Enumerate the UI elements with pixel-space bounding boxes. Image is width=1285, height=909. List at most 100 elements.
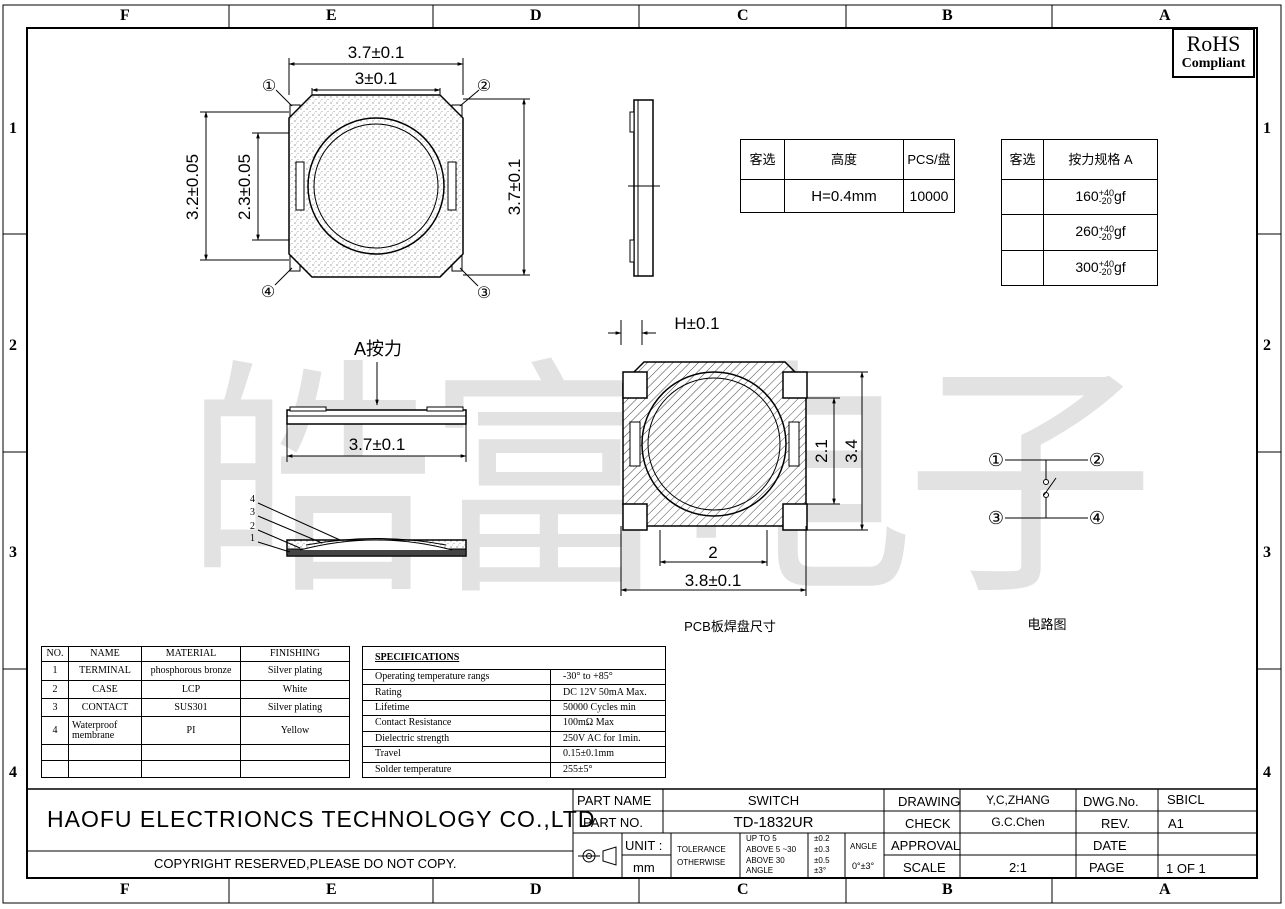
rev-value: A1 bbox=[1168, 816, 1184, 831]
exploded-section-drawing bbox=[257, 502, 467, 557]
pcb-dim-h: H±0.1 bbox=[674, 314, 719, 333]
spec-row-3-value: 50000 Cycles min bbox=[550, 699, 666, 717]
unit-value: mm bbox=[633, 860, 655, 875]
row-label-3-right: 3 bbox=[1263, 544, 1271, 561]
tol-value-3: ±0.5 bbox=[814, 856, 830, 865]
check-label: CHECK bbox=[905, 816, 951, 831]
spec-row-2-label: Rating bbox=[362, 684, 551, 701]
circuit-pin-1: ① bbox=[988, 450, 1004, 470]
drawing-value: Y,C,ZHANG bbox=[986, 793, 1050, 807]
spec-row-6-label: Travel bbox=[362, 746, 551, 763]
row-label-2-right: 2 bbox=[1263, 337, 1271, 354]
force-label: A按力 bbox=[354, 339, 402, 359]
parts-row-2-material: LCP bbox=[141, 680, 241, 699]
circuit-diagram bbox=[1005, 459, 1088, 519]
row-label-4-left: 4 bbox=[9, 764, 17, 781]
side-dim-width: 3.7±0.1 bbox=[349, 435, 406, 454]
scale-value: 2:1 bbox=[1008, 860, 1028, 875]
col-label-c-bottom: C bbox=[737, 881, 749, 898]
angle-label: ANGLE bbox=[850, 842, 878, 851]
rohs-subtitle: Compliant bbox=[1181, 56, 1246, 71]
layer-label-2: 2 bbox=[250, 521, 255, 532]
force-header-spec: 按力规格 A bbox=[1043, 139, 1158, 180]
pin-label-4: ④ bbox=[261, 284, 275, 301]
pcb-dim-outer-w: 3.8±0.1 bbox=[685, 571, 742, 590]
dim-left-outer: 3.2±0.05 bbox=[183, 154, 202, 220]
spec-title: SPECIFICATIONS bbox=[362, 646, 666, 670]
pcb-dim-inner-w: 2 bbox=[708, 543, 717, 562]
company-name: HAOFU ELECTRIONCS TECHNOLOGY CO.,LTD bbox=[47, 806, 596, 832]
parts-row-6-finishing bbox=[240, 760, 350, 778]
pin-label-3: ③ bbox=[477, 285, 491, 302]
parts-row-5-material bbox=[141, 744, 241, 761]
parts-row-3-name: CONTACT bbox=[68, 698, 142, 717]
height-header-height: 高度 bbox=[784, 139, 904, 180]
tolerance-label: TOLERANCE bbox=[677, 845, 726, 854]
layer-label-3: 3 bbox=[250, 507, 255, 518]
circuit-pin-4: ④ bbox=[1089, 508, 1105, 528]
col-label-f-top: F bbox=[120, 7, 130, 24]
parts-header-finishing: FINISHING bbox=[240, 646, 350, 662]
parts-row-3-finishing: Silver plating bbox=[240, 698, 350, 717]
row-label-1-left: 1 bbox=[9, 120, 17, 137]
pcb-dim-inner-h: 2.1 bbox=[812, 439, 831, 463]
force-select-1 bbox=[1001, 178, 1044, 216]
row-label-1-right: 1 bbox=[1263, 120, 1271, 137]
spec-row-5-value: 250V AC for 1min. bbox=[550, 730, 666, 748]
side-view-drawing bbox=[286, 362, 467, 462]
part-name-label: PART NAME bbox=[577, 793, 652, 808]
dim-outer-width: 3.7±0.1 bbox=[348, 43, 405, 62]
spec-row-2-value: DC 12V 50mA Max. bbox=[550, 684, 666, 701]
parts-row-2-finishing: White bbox=[240, 680, 350, 699]
parts-row-2-name: CASE bbox=[68, 680, 142, 699]
parts-header-material: MATERIAL bbox=[141, 646, 241, 662]
rohs-badge: RoHS Compliant bbox=[1172, 28, 1255, 78]
pcb-footprint-drawing bbox=[608, 320, 868, 596]
row-label-2-left: 2 bbox=[9, 337, 17, 354]
unit-label: UNIT : bbox=[625, 838, 663, 853]
tol-range-3: ABOVE 30 bbox=[746, 856, 785, 865]
height-cell-pcs: 10000 bbox=[903, 179, 955, 213]
force-select-2 bbox=[1001, 214, 1044, 251]
page-value: 1 OF 1 bbox=[1166, 861, 1206, 876]
parts-row-3-material: SUS301 bbox=[141, 698, 241, 717]
col-label-b-top: B bbox=[942, 7, 953, 24]
pin-label-2: ② bbox=[477, 78, 491, 95]
tol-value-2: ±0.3 bbox=[814, 845, 830, 854]
tol-angle-value: ±3° bbox=[814, 866, 827, 875]
part-no-label: PART NO. bbox=[583, 815, 643, 830]
dim-right: 3.7±0.1 bbox=[505, 159, 524, 216]
spec-row-5-label: Dielectric strength bbox=[362, 730, 551, 748]
height-option-table: 客选 高度 PCS/盘 H=0.4mm 10000 bbox=[740, 139, 955, 213]
angle-value: 0°±3° bbox=[852, 861, 875, 871]
col-label-d-top: D bbox=[530, 7, 542, 24]
tol-value-1: ±0.2 bbox=[814, 834, 830, 843]
spec-row-3-label: Lifetime bbox=[362, 699, 551, 717]
page-label: PAGE bbox=[1089, 860, 1125, 875]
part-name-value: SWITCH bbox=[747, 793, 800, 808]
spec-row-7-value: 255±5° bbox=[550, 761, 666, 779]
col-label-e-top: E bbox=[326, 7, 337, 24]
parts-row-4-name: Waterproof membrane bbox=[68, 716, 142, 745]
col-label-b-bottom: B bbox=[942, 881, 953, 898]
drawing-frame bbox=[2, 4, 1282, 904]
parts-table: NO. NAME MATERIAL FINISHING 1 TERMINAL p… bbox=[41, 646, 350, 778]
col-label-a-bottom: A bbox=[1159, 881, 1171, 898]
row-label-4-right: 4 bbox=[1263, 764, 1271, 781]
height-cell-value: H=0.4mm bbox=[784, 179, 904, 213]
scale-label: SCALE bbox=[903, 860, 946, 875]
parts-row-1-finishing: Silver plating bbox=[240, 661, 350, 681]
dim-left-inner: 2.3±0.05 bbox=[235, 154, 254, 220]
height-cell-select bbox=[740, 179, 785, 213]
parts-row-4-no: 4 bbox=[41, 716, 69, 745]
parts-row-6-material bbox=[141, 760, 241, 778]
parts-header-name: NAME bbox=[68, 646, 142, 662]
copyright-notice: COPYRIGHT RESERVED,PLEASE DO NOT COPY. bbox=[154, 856, 457, 871]
spec-row-4-value: 100mΩ Max bbox=[550, 715, 666, 732]
rev-label: REV. bbox=[1101, 816, 1131, 831]
parts-header-no: NO. bbox=[41, 646, 69, 662]
rohs-title: RoHS bbox=[1186, 31, 1241, 56]
